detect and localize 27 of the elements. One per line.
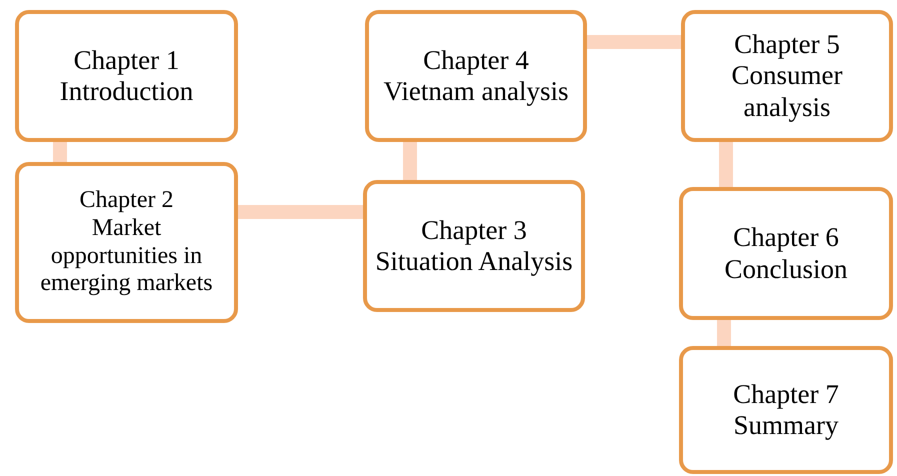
connector-line xyxy=(719,142,733,187)
chapter-title: Situation Analysis xyxy=(375,246,573,278)
chapter-number: Chapter 7 xyxy=(733,378,839,410)
chapter-box xyxy=(15,162,238,323)
connector-line xyxy=(587,35,681,49)
chapter-title: Market opportunities in emerging markets xyxy=(39,214,214,298)
connector-line xyxy=(717,320,731,346)
chapter-title: Conclusion xyxy=(724,254,848,285)
chapter-box xyxy=(679,187,893,320)
chapter-box xyxy=(15,10,238,142)
connector-line xyxy=(238,205,363,219)
connector-line xyxy=(403,142,417,180)
chapter-number: Chapter 6 xyxy=(733,222,839,254)
chapter-box xyxy=(681,10,893,142)
chapter-number: Chapter 1 xyxy=(74,44,180,76)
connector-line xyxy=(53,142,67,162)
chapter-box xyxy=(365,10,587,142)
chapter-title: Introduction xyxy=(60,76,194,108)
chapter-number: Chapter 2 xyxy=(80,187,174,215)
chapter-title: Summary xyxy=(734,410,838,442)
chapter-box xyxy=(363,180,585,312)
chapter-title: Consumer analysis xyxy=(730,60,844,123)
chapter-number: Chapter 4 xyxy=(423,44,529,76)
chapter-title: Vietnam analysis xyxy=(383,76,569,108)
chapter-box xyxy=(679,346,893,474)
chapter-number: Chapter 5 xyxy=(734,29,840,60)
chapter-number: Chapter 3 xyxy=(421,214,527,246)
